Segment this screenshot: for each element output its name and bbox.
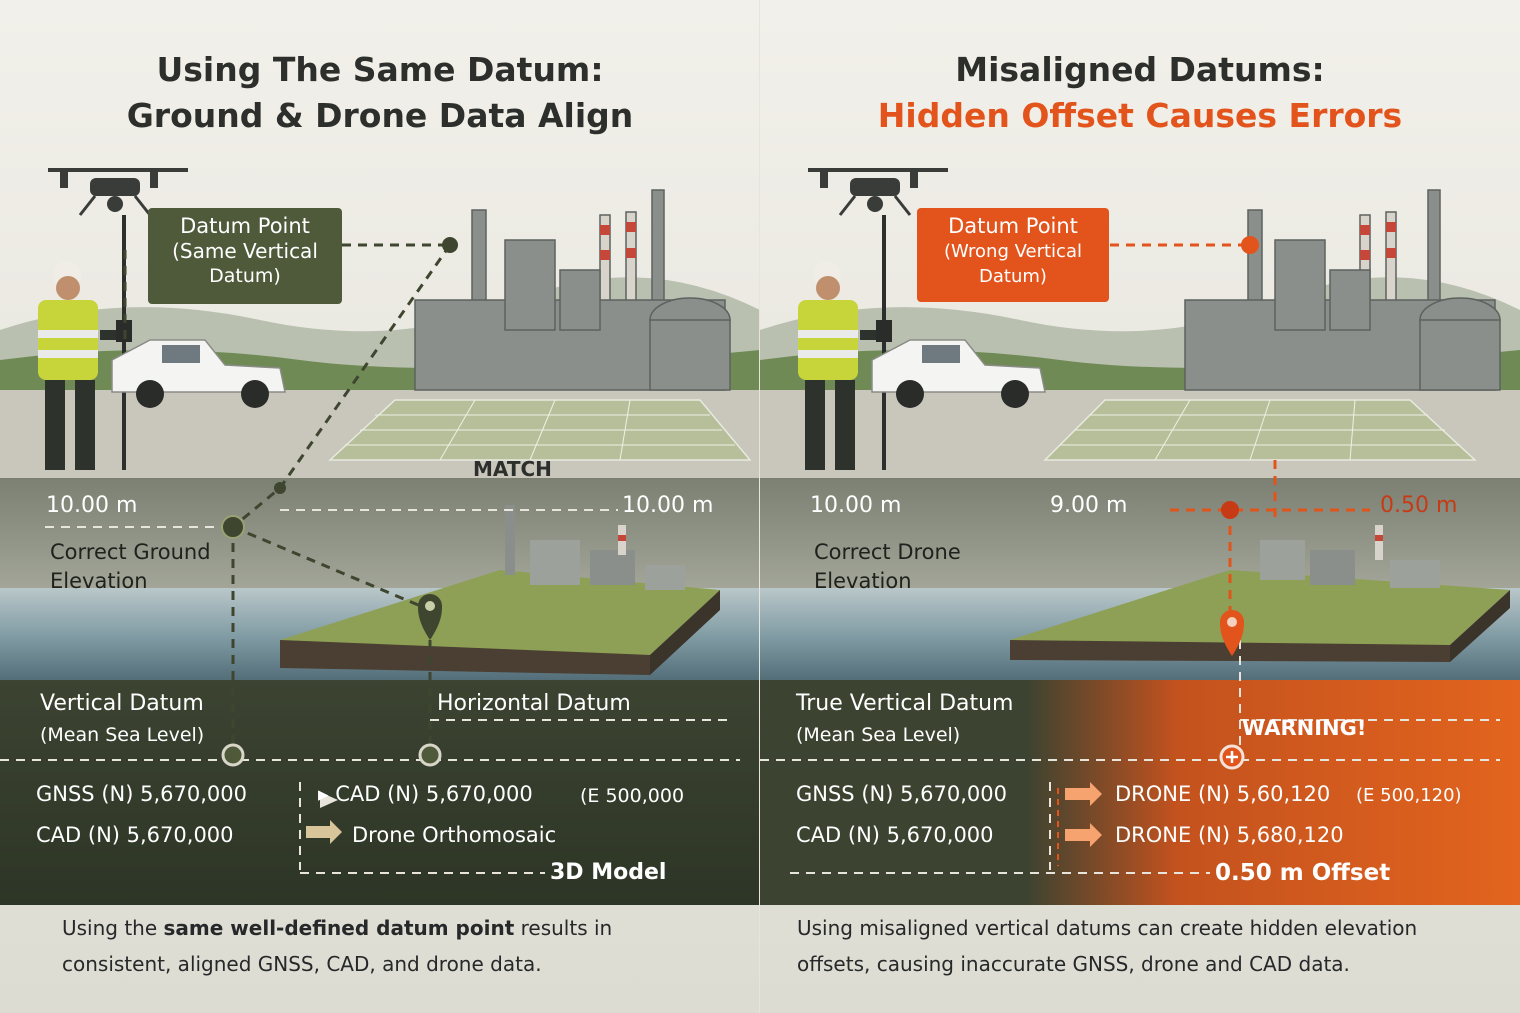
offset-lines <box>1110 243 1370 640</box>
location-pin-icon <box>1220 610 1244 656</box>
datum-point-box-wrong: Datum Point (Wrong Vertical Datum) <box>917 208 1109 302</box>
datum-marker-top <box>1241 236 1259 254</box>
offset-label: 0.50 m Offset <box>1215 860 1391 886</box>
elev-mid-value: 9.00 m <box>1050 493 1128 518</box>
warning-target-icon <box>1219 744 1245 770</box>
datum-box-line2: (Wrong Vertical <box>944 241 1082 262</box>
grid-lines <box>1060 399 1460 461</box>
elev-offset-value: 0.50 m <box>1380 493 1458 518</box>
elev-left-value: 10.00 m <box>46 493 138 518</box>
left-caption-bold: same well-defined datum point <box>163 916 515 940</box>
location-pin-icon <box>418 594 442 640</box>
datum-box-line1: Datum Point <box>948 214 1078 238</box>
elev-left-value: 10.00 m <box>810 493 902 518</box>
true-vertical-datum-sub: (Mean Sea Level) <box>796 724 961 746</box>
horizontal-datum-label: Horizontal Datum <box>437 691 631 716</box>
left-title-line2: Ground & Drone Data Align <box>126 96 634 135</box>
vertical-datum-label: Vertical Datum <box>40 691 204 716</box>
right-title-line1: Misaligned Datums: <box>955 50 1325 89</box>
left-caption-post: results in consistent, aligned GNSS, CAD… <box>62 916 613 976</box>
drone-ortho-label: Drone Orthomosaic <box>352 823 557 847</box>
right-scene-illustration <box>760 0 1520 1013</box>
left-scene-illustration <box>0 0 760 1013</box>
left-title-line1: Using The Same Datum: <box>156 50 604 89</box>
arrow-icon <box>1065 782 1102 806</box>
left-panel-same-datum: Using The Same Datum: Ground & Drone Dat… <box>0 0 760 1013</box>
surveyor-icon <box>38 261 132 470</box>
elev-right-value: 10.00 m <box>622 493 714 518</box>
drone-elevation-marker <box>1221 501 1239 519</box>
elev-desc-line1: Correct Ground <box>50 540 211 564</box>
gnss-reading: GNSS (N) 5,670,000 <box>796 782 1007 806</box>
factory-icon <box>1184 189 1501 391</box>
datum-marker-mid <box>274 482 286 494</box>
vertical-datum-marker <box>221 743 245 767</box>
right-caption: Using misaligned vertical datums can cre… <box>797 916 1418 976</box>
arrow-small-icon <box>320 792 338 808</box>
arrow-icon-2 <box>1065 823 1102 847</box>
right-title-line2: Hidden Offset Causes Errors <box>877 96 1403 135</box>
datum-box-line2: (Same Vertical <box>172 239 318 263</box>
elev-desc-line1: Correct Drone <box>814 540 961 564</box>
elev-desc-line2: Elevation <box>814 569 912 593</box>
3d-model-label: 3D Model <box>550 860 667 885</box>
elev-desc-line2: Elevation <box>50 569 148 593</box>
drone-reading-1: DRONE (N) 5,60,120 <box>1115 782 1331 806</box>
cad-e-reading: ▸ CAD (N) 5,670,000 <box>318 782 533 806</box>
cad-reading: CAD (N) 5,670,000 <box>796 823 994 847</box>
match-label: MATCH <box>473 457 552 481</box>
cad-e-sub: (E 500,000 <box>580 785 685 807</box>
left-caption-pre: Using the <box>62 916 164 940</box>
datum-point-box: Datum Point (Same Vertical Datum) <box>148 208 342 304</box>
truck-icon <box>871 339 1046 408</box>
horizontal-datum-marker <box>418 743 442 767</box>
vertical-datum-sub: (Mean Sea Level) <box>40 724 205 746</box>
drone-reading-1-sub: (E 500,120) <box>1356 785 1462 806</box>
data-strip <box>0 680 760 905</box>
datum-box-line3: Datum) <box>979 266 1047 287</box>
cad-reading: CAD (N) 5,670,000 <box>36 823 234 847</box>
warning-label: WARNING! <box>1242 716 1367 740</box>
ground-elevation-marker <box>221 515 245 539</box>
terrain-model <box>280 505 720 675</box>
gnss-reading: GNSS (N) 5,670,000 <box>36 782 247 806</box>
data-strip <box>760 680 1520 905</box>
truck-icon <box>111 339 286 408</box>
datum-box-line1: Datum Point <box>180 214 310 238</box>
grid-lines <box>345 399 735 461</box>
left-caption: Using the same well-defined datum point … <box>62 910 722 982</box>
drone-icon <box>808 168 948 216</box>
datum-box-line3: Datum) <box>209 265 281 287</box>
true-vertical-datum-label: True Vertical Datum <box>796 691 1014 716</box>
reference-lines <box>0 509 740 874</box>
drone-icon <box>48 168 188 216</box>
drone-reading-2: DRONE (N) 5,680,120 <box>1115 823 1344 847</box>
datum-marker-top <box>442 237 458 253</box>
arrow-icon <box>306 820 342 844</box>
factory-icon <box>414 189 731 391</box>
surveyor-icon <box>798 261 892 470</box>
right-panel-misaligned-datum: Misaligned Datums: Hidden Offset Causes … <box>760 0 1520 1013</box>
reference-lines <box>760 640 1500 874</box>
